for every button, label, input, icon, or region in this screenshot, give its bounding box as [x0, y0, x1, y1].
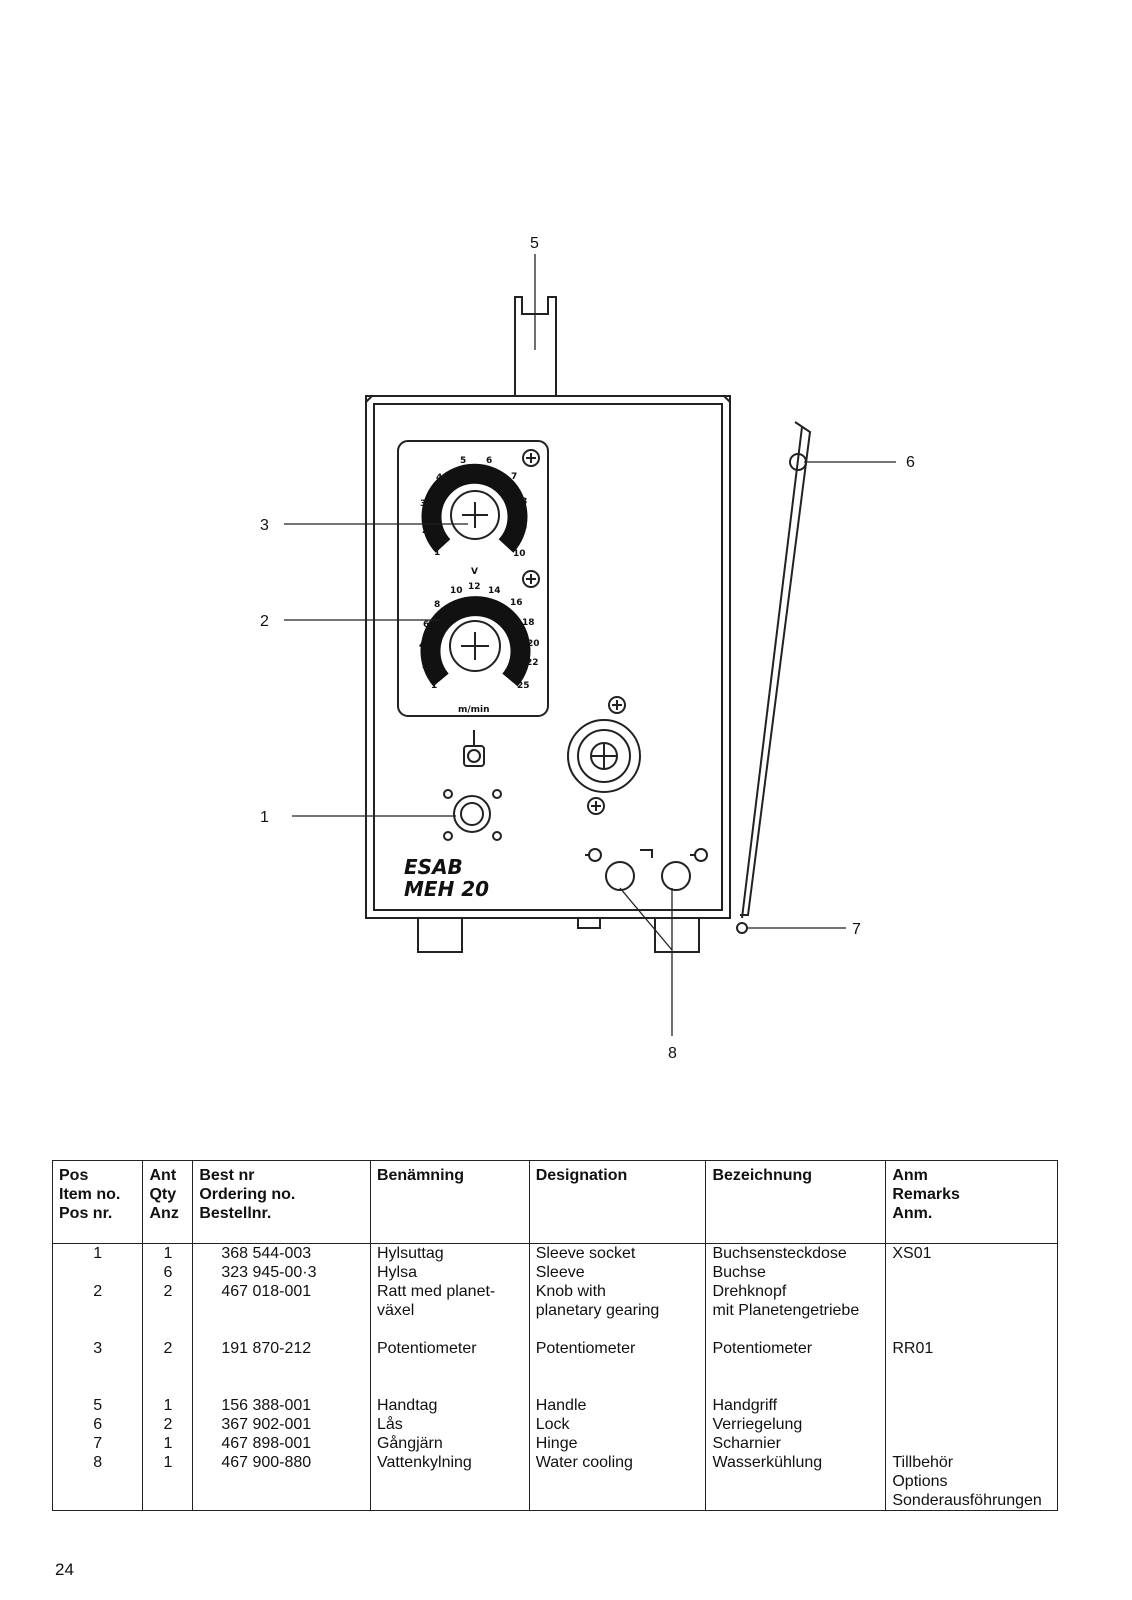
header-benamning: Benämning: [369, 1160, 530, 1244]
voltage-scale-6: 6: [486, 456, 492, 466]
voltage-scale-9: 9: [521, 523, 527, 533]
voltage-scale-7: 7: [511, 472, 517, 482]
speed-scale-10: 10: [450, 586, 463, 596]
wire-speed-knob: [420, 596, 531, 687]
screws: [522, 449, 626, 815]
callout-leaders: [284, 254, 896, 1036]
callout-3: 3: [260, 517, 269, 534]
sleeve-socket: [443, 789, 502, 841]
model-name: MEH 20: [404, 877, 489, 901]
voltage-scale-4: 4: [436, 473, 442, 483]
callout-5: 5: [530, 235, 539, 252]
water-cooling-connectors: [585, 848, 708, 891]
speed-scale-20: 20: [527, 639, 540, 649]
speed-scale-14: 14: [488, 586, 501, 596]
speed-scale-12: 12: [468, 582, 481, 592]
voltage-scale-8: 8: [521, 497, 527, 507]
callout-8: 8: [668, 1045, 677, 1062]
voltage-scale-3: 3: [420, 499, 426, 509]
speed-scale-22: 22: [526, 658, 539, 668]
voltage-knob: [421, 463, 528, 553]
cabinet-body: [365, 395, 731, 953]
header-qty: Ant Qty Anz: [142, 1160, 194, 1244]
voltage-scale-1: 1: [434, 548, 440, 558]
speed-scale-6: 6: [423, 620, 429, 630]
speed-scale-18: 18: [522, 618, 535, 628]
control-panel: [397, 440, 549, 717]
table-header-row: Pos Item no. Pos nr. Ant Qty Anz Best nr…: [51, 1160, 1058, 1244]
callout-2: 2: [260, 613, 269, 630]
page-number: 24: [55, 1560, 74, 1579]
brand-logo: ESAB: [404, 855, 463, 879]
wire-feeder-diagram: 1 2 3 4 5 6 7 8 9 10 V 1 2 4 6 8 10 12 1…: [260, 235, 915, 1062]
header-ordering-no: Best nr Ordering no. Bestellnr.: [192, 1160, 371, 1244]
callout-1: 1: [260, 809, 269, 826]
voltage-unit: V: [471, 567, 478, 577]
parts-list-table: Pos Item no. Pos nr. Ant Qty Anz Best nr…: [51, 1160, 1058, 1511]
header-remarks: Anm Remarks Anm.: [885, 1160, 1058, 1244]
header-pos: Pos Item no. Pos nr.: [51, 1160, 144, 1244]
speed-scale-4: 4: [419, 641, 425, 651]
header-designation: Designation: [528, 1160, 707, 1244]
side-door: [736, 421, 812, 934]
speed-scale-25: 25: [517, 681, 530, 691]
callout-7: 7: [852, 921, 861, 938]
voltage-scale-5: 5: [460, 456, 466, 466]
header-bezeichnung: Bezeichnung: [705, 1160, 887, 1244]
euro-connector: [567, 719, 641, 793]
voltage-scale-10: 10: [513, 549, 526, 559]
callout-6: 6: [906, 454, 915, 471]
toggle-switch: [463, 730, 485, 767]
voltage-scale-2: 2: [422, 526, 428, 536]
speed-scale-1: 1: [431, 681, 437, 691]
speed-scale-8: 8: [434, 600, 440, 610]
speed-unit: m/min: [458, 705, 490, 715]
speed-scale-2: 2: [422, 661, 428, 671]
speed-scale-16: 16: [510, 598, 523, 608]
